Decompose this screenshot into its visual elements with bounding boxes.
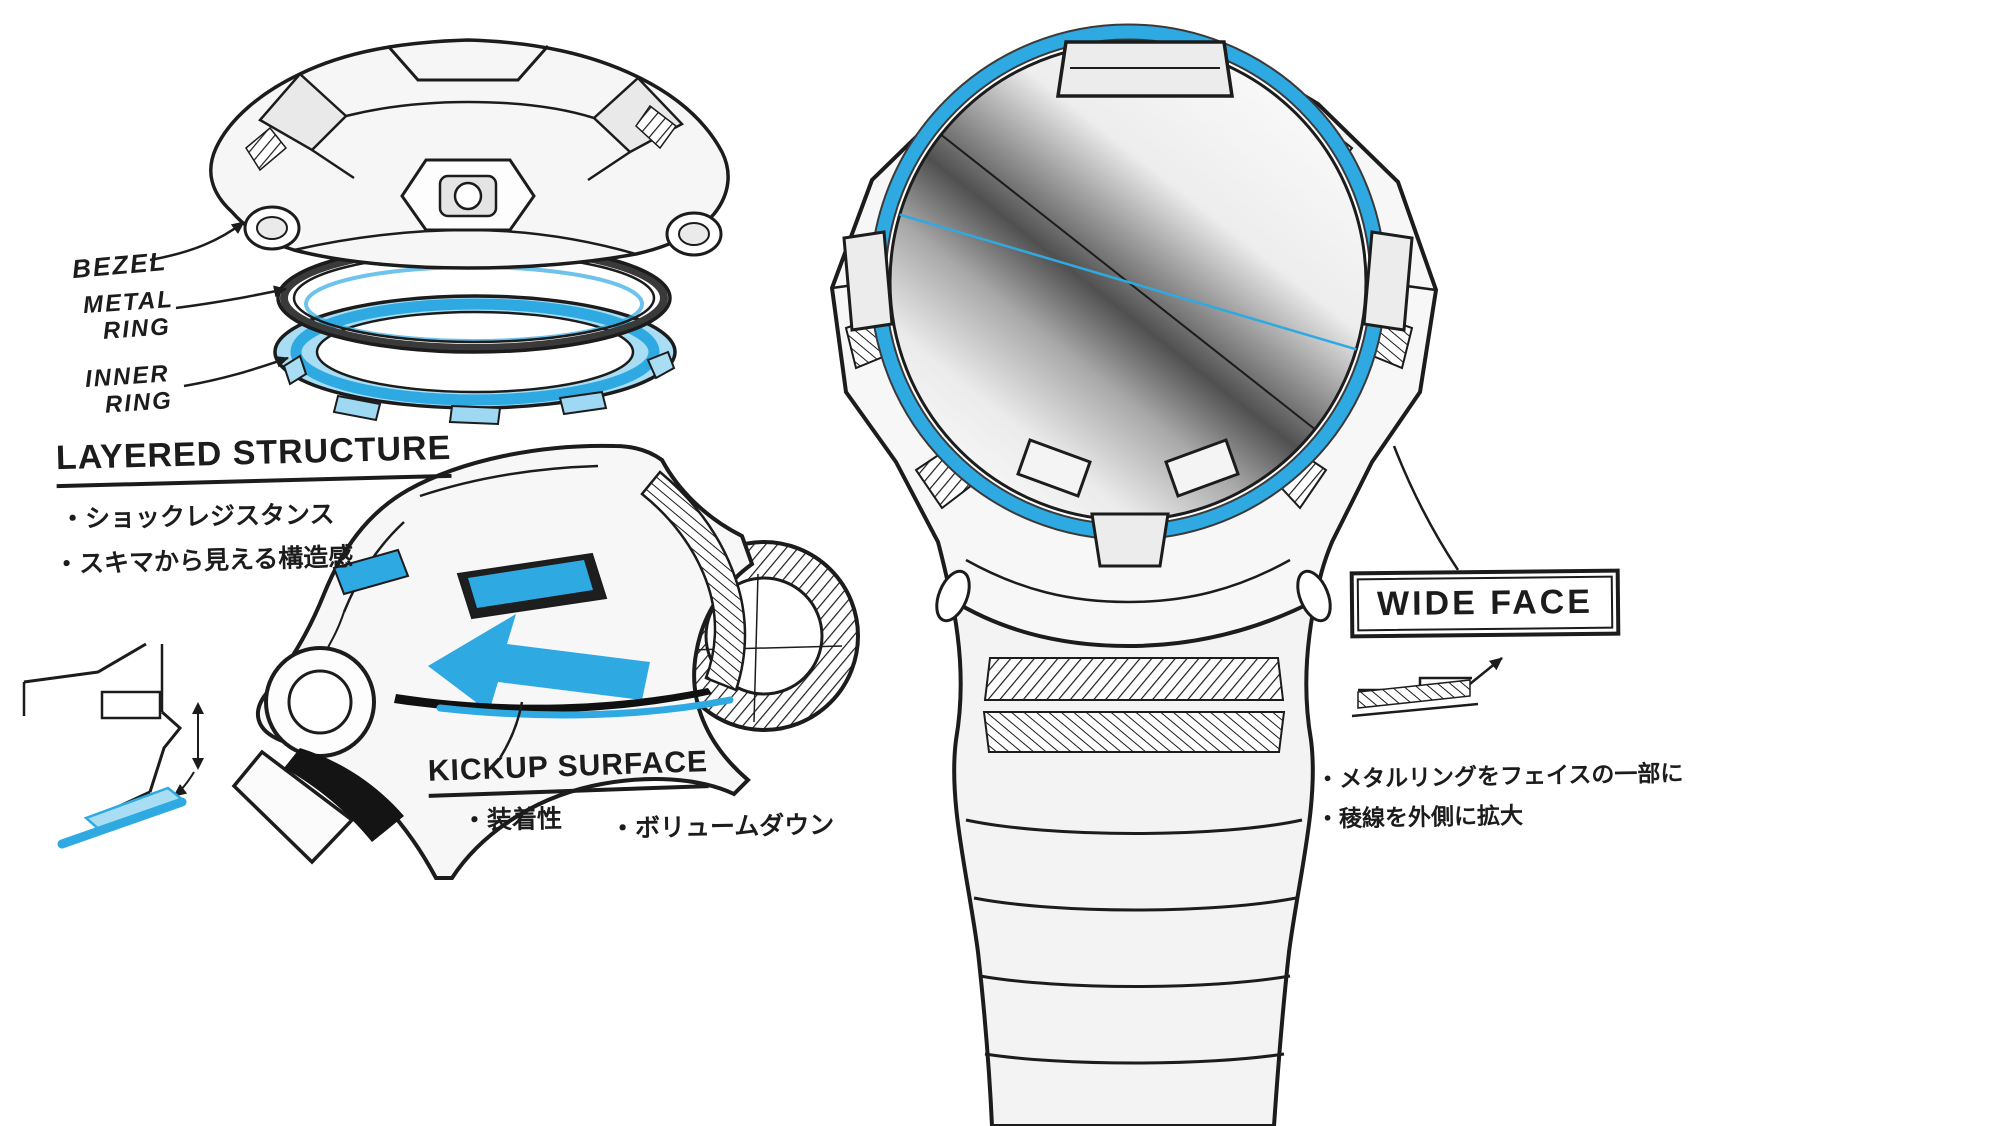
side-profile-sketch bbox=[231, 443, 860, 880]
bezel-tabs bbox=[842, 40, 1414, 568]
inner-ring-arrow bbox=[183, 356, 289, 388]
metal-ring-label: METAL RING bbox=[82, 286, 176, 347]
exploded-view-sketch bbox=[149, 38, 730, 426]
shoulder-hole-right bbox=[1296, 569, 1332, 623]
shoulder-hole-left bbox=[935, 569, 971, 623]
strap-tip bbox=[231, 749, 355, 865]
layered-structure-bullet-1: ・ショックレジスタンス bbox=[59, 500, 335, 534]
watch-dial bbox=[869, 23, 1387, 541]
bezel-arrow bbox=[149, 220, 245, 262]
kickup-surface-bullet-2: ・ボリュームダウン bbox=[609, 811, 835, 843]
wide-face-callout-sketch bbox=[1351, 445, 1503, 718]
kickup-leader-line bbox=[498, 701, 524, 759]
kickup-highlight bbox=[468, 560, 593, 608]
kickup-surface-bullet-1: ・装着性 bbox=[461, 805, 563, 835]
blue-speed-streak bbox=[436, 696, 734, 719]
blue-underline-stroke bbox=[57, 797, 187, 849]
dimension-arrow bbox=[192, 702, 204, 770]
bezel-part bbox=[209, 38, 730, 270]
wide-face-bullet-2: ・稜線を外側に拡大 bbox=[1315, 802, 1524, 832]
shadow-wedge bbox=[284, 748, 404, 842]
metal-ring-arrow bbox=[175, 285, 287, 310]
mini-step-hatch bbox=[1357, 679, 1471, 709]
dial-blue-line bbox=[890, 208, 1366, 356]
blue-direction-arrow bbox=[428, 614, 650, 712]
wide-face-leader-line bbox=[1392, 445, 1460, 571]
mini-step-base bbox=[1351, 702, 1479, 718]
wide-face-label: WIDE FACE bbox=[1356, 575, 1614, 632]
layered-structure-heading: LAYERED STRUCTURE bbox=[55, 428, 453, 489]
front-view-sketch bbox=[829, 23, 1439, 1126]
wide-face-bullet-1: ・メタルリングをフェイスの一部に bbox=[1315, 759, 1684, 793]
inner-ring-label: INNER RING bbox=[84, 360, 174, 421]
wedge-pointer-arrow bbox=[173, 771, 195, 797]
strap-body bbox=[947, 553, 1320, 1126]
wide-face-label-box: WIDE FACE bbox=[1349, 568, 1621, 639]
upper-highlight bbox=[332, 548, 410, 596]
bezel-edge-hatch bbox=[640, 470, 747, 692]
inner-ring-part bbox=[273, 294, 677, 426]
lug-screw bbox=[264, 646, 376, 758]
cross-section-detail-sketch bbox=[22, 642, 204, 849]
facet-line bbox=[419, 464, 599, 498]
dark-speed-streak bbox=[394, 688, 712, 713]
